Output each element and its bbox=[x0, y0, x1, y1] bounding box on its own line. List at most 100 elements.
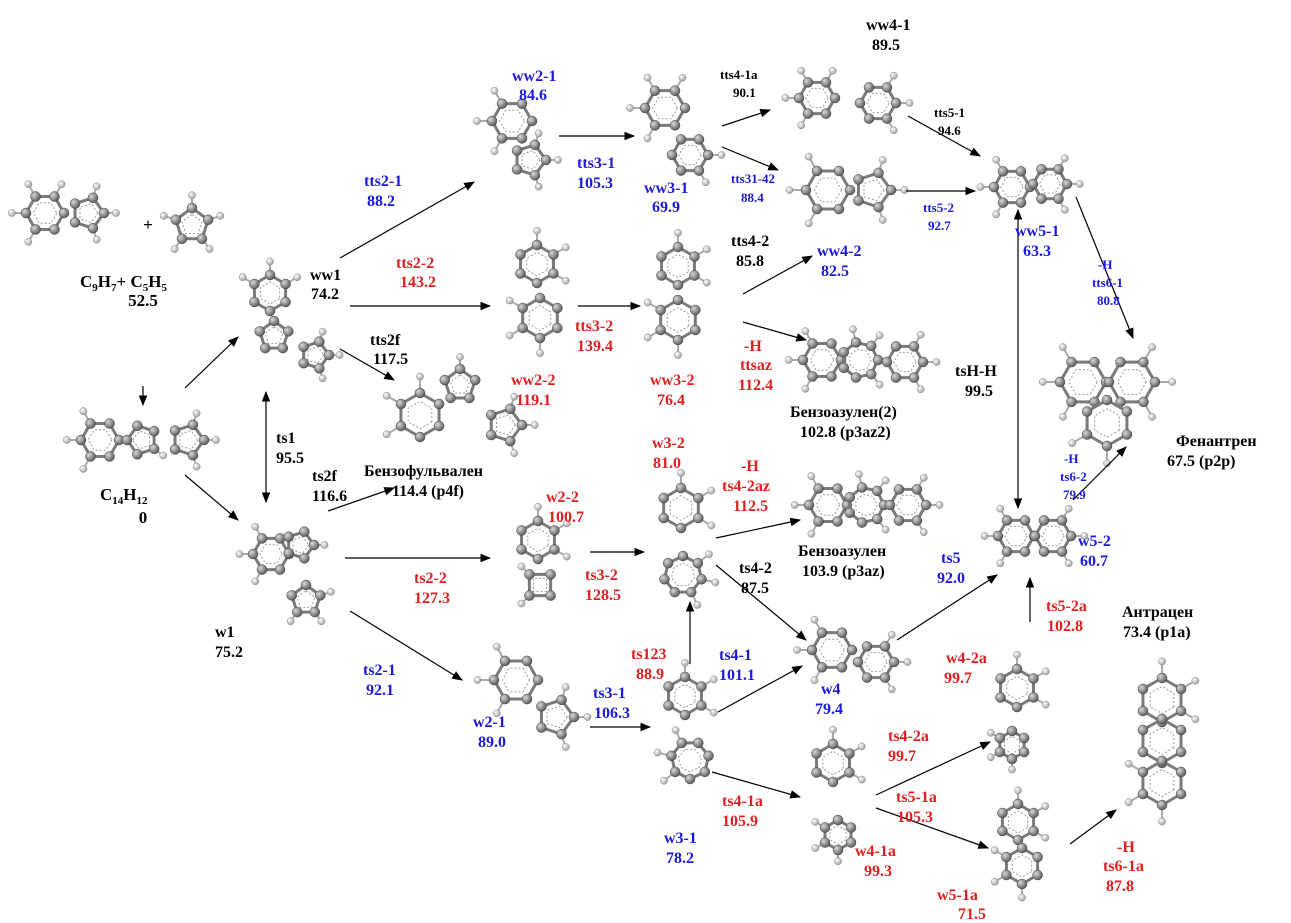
reaction-arrows bbox=[138, 108, 1134, 849]
arrow-w1-to-w2-1 bbox=[349, 610, 463, 681]
ww2-2-name: ww2-2 bbox=[511, 372, 555, 389]
ww4-1-energy: 89.5 bbox=[872, 37, 900, 54]
w2-2-name: w2-2 bbox=[546, 489, 579, 506]
ts5-1a-energy: 105.3 bbox=[897, 809, 933, 826]
p1a-name: Антрацен bbox=[1122, 604, 1193, 621]
molecule-ww4-2 bbox=[785, 152, 909, 228]
w2-1-energy: 89.0 bbox=[478, 734, 506, 751]
tts6-1-name: tts6-1 bbox=[1092, 275, 1123, 290]
ts3-2-energy: 128.5 bbox=[585, 587, 621, 604]
w3-1-energy: 78.2 bbox=[666, 850, 694, 867]
w5-1a-energy: 71.5 bbox=[958, 906, 986, 923]
w4-2a-name: w4-2a bbox=[946, 650, 987, 667]
p3az-name: Бензоазулен bbox=[798, 543, 886, 560]
tts3-1-energy: 105.3 bbox=[577, 175, 613, 192]
p3az2-name: Бензоазулен(2) bbox=[790, 404, 897, 421]
tts5-2-name: tts5-2 bbox=[923, 200, 954, 215]
tts2-2-name: tts2-2 bbox=[396, 255, 434, 272]
p1a-energy: 73.4 (p1a) bbox=[1123, 624, 1191, 641]
molecule-w2-1 bbox=[473, 642, 592, 751]
ww2-2-energy: 119.1 bbox=[516, 392, 551, 409]
w4-1a-energy: 99.3 bbox=[864, 863, 892, 880]
w3-1-name: w3-1 bbox=[664, 830, 697, 847]
arrow-ww5-1-to-p2p bbox=[1075, 196, 1134, 340]
molecule-benzofulvalene bbox=[382, 353, 539, 458]
ww3-2-energy: 76.4 bbox=[657, 392, 685, 409]
tts5-2-energy: 92.7 bbox=[928, 218, 951, 233]
arrow-w3-1-to-w4 bbox=[717, 665, 803, 713]
molecule-phenanthrene bbox=[1038, 343, 1177, 468]
ts6-2-energy: 79.9 bbox=[1063, 487, 1086, 502]
molecule-w5-1a bbox=[990, 786, 1050, 902]
tsHH-name: tsH-H bbox=[955, 363, 997, 380]
ts4-2az-minus-h: -H bbox=[741, 458, 759, 475]
molecule-ww4-1 bbox=[781, 66, 914, 135]
ts5-energy: 92.0 bbox=[937, 570, 965, 587]
tts4-1a-energy: 90.1 bbox=[733, 85, 756, 100]
ts6-1a-name: ts6-1a bbox=[1103, 858, 1144, 875]
w5-1a-name: w5-1a bbox=[937, 887, 978, 904]
tts2-2-energy: 143.2 bbox=[400, 274, 436, 291]
arrow-ww4-1-to-ww5-1 bbox=[907, 115, 981, 157]
arrow-w5-2-to-p2p bbox=[1072, 446, 1127, 501]
ts2-2-energy: 127.3 bbox=[414, 590, 450, 607]
w4-2a-energy: 99.7 bbox=[944, 670, 972, 687]
arrow-w1-to-p4f bbox=[327, 487, 396, 512]
molecule-ww3-1 bbox=[626, 73, 726, 187]
ts2-1-name: ts2-1 bbox=[363, 662, 396, 679]
ts2-1-energy: 92.1 bbox=[366, 682, 394, 699]
ww2-1-name: ww2-1 bbox=[512, 68, 556, 85]
tts31-42-name: tts31-42 bbox=[731, 171, 775, 186]
p2p-name: Фенантрен bbox=[1176, 433, 1257, 450]
ww4-2-name: ww4-2 bbox=[817, 243, 861, 260]
reactants-plus: + bbox=[143, 215, 153, 234]
ts123-energy: 88.9 bbox=[636, 666, 664, 683]
p3az2-energy: 102.8 (p3az2) bbox=[800, 424, 891, 441]
p2p-energy: 67.5 (p2p) bbox=[1167, 453, 1235, 470]
arrow-w4-to-w5-2 bbox=[896, 574, 998, 641]
tts5-1-name: tts5-1 bbox=[934, 105, 965, 120]
ts6-1a-minus-h: -H bbox=[1117, 839, 1135, 856]
arrow-ww1-to-p4f bbox=[339, 348, 395, 381]
ts4-2az-name: ts4-2az bbox=[722, 478, 770, 495]
tts5-1-energy: 94.6 bbox=[938, 123, 961, 138]
ww1-name: ww1 bbox=[310, 267, 341, 284]
arrow-w3-2-to-p3az bbox=[715, 517, 802, 539]
tts31-42-energy: 88.4 bbox=[741, 190, 764, 205]
molecule-c14h12 bbox=[62, 407, 220, 473]
molecule-ww5-1 bbox=[976, 154, 1084, 219]
ts5-name: ts5 bbox=[941, 550, 961, 567]
ww3-1-energy: 69.9 bbox=[652, 199, 680, 216]
reactants-formula: C9H7+ C5H5 bbox=[80, 272, 167, 294]
molecule-w4 bbox=[793, 615, 912, 694]
arrow-ww3-1-to-ww4-1 bbox=[721, 108, 772, 127]
arrow-ww3-2-to-ww4-2 bbox=[742, 255, 813, 295]
w1-energy: 75.2 bbox=[215, 644, 243, 661]
ttsaz-name: ttsaz bbox=[740, 357, 772, 374]
species-labels: + C9H7+ C5H5 52.5 C14H12 0 ww1 74.2 ts1 … bbox=[80, 17, 1257, 923]
arrow-ww3-2-to-p3az2 bbox=[742, 321, 808, 342]
molecule-benzoazulene bbox=[790, 470, 944, 538]
ts4-2a-energy: 99.7 bbox=[888, 748, 916, 765]
w3-2-name: w3-2 bbox=[652, 435, 685, 452]
w4-energy: 79.4 bbox=[815, 701, 843, 718]
molecule-anthracene bbox=[1124, 657, 1200, 826]
tsHH-energy: 99.5 bbox=[965, 383, 993, 400]
p4f-energy: 114.4 (p4f) bbox=[392, 483, 464, 500]
ww1-energy: 74.2 bbox=[311, 286, 339, 303]
tts3-2-energy: 139.4 bbox=[577, 338, 613, 355]
w5-2-name: w5-2 bbox=[1078, 533, 1111, 550]
start-energy: 0 bbox=[139, 508, 148, 527]
w3-2-energy: 81.0 bbox=[653, 455, 681, 472]
arrow-ww1-to-ww2-1 bbox=[339, 181, 475, 259]
molecule-cyclopentadienyl bbox=[159, 191, 225, 253]
tts6-1-energy: 80.8 bbox=[1097, 293, 1120, 308]
w1-name: w1 bbox=[215, 624, 235, 641]
arrow-w3-2-to-w4 bbox=[715, 564, 807, 641]
molecule-w4-1a bbox=[811, 725, 866, 866]
ts5-2a-name: ts5-2a bbox=[1046, 598, 1087, 615]
tts4-2-name: tts4-2 bbox=[731, 233, 769, 250]
ww4-1-name: ww4-1 bbox=[866, 17, 910, 34]
